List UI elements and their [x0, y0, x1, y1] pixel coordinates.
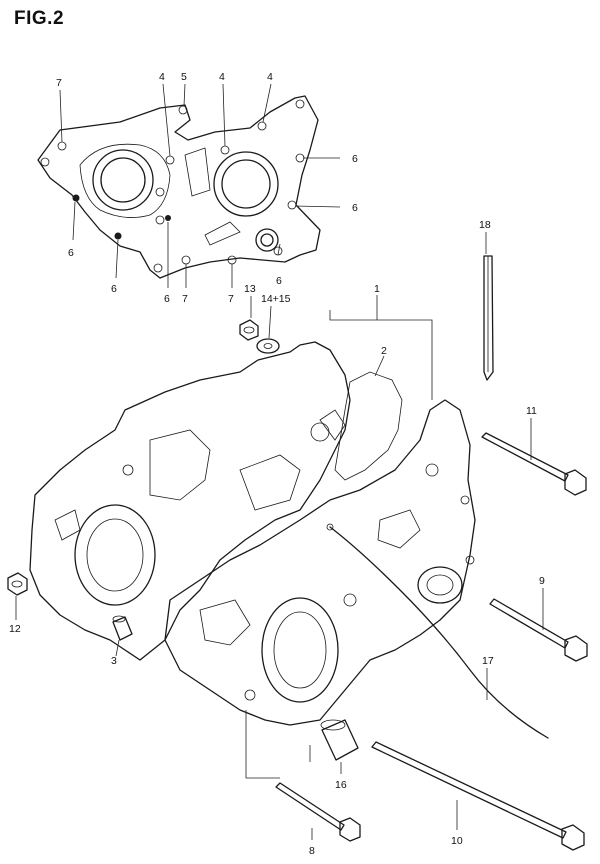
callout-17: 17: [482, 655, 494, 667]
part-12-nut: [7, 572, 28, 596]
part-10-bolt: [371, 741, 585, 851]
part-3-dowel: [112, 615, 133, 641]
callout-1: 1: [374, 283, 380, 295]
callout-6: 6: [276, 275, 282, 287]
callout-2: 2: [381, 345, 387, 357]
callout-10: 10: [451, 835, 463, 847]
callout-11: 11: [526, 405, 537, 417]
callout-6: 6: [68, 247, 74, 259]
callout-8: 8: [309, 845, 315, 857]
part-11-bolt: [481, 432, 587, 496]
part-13-nut: [239, 319, 259, 341]
crankcase-assembly: [29, 341, 549, 739]
callout-7: 7: [56, 77, 62, 89]
leader-lines: [15, 83, 544, 840]
part-8-bolt: [275, 782, 361, 842]
callout-5: 5: [181, 71, 187, 83]
callout-4: 4: [267, 71, 273, 83]
part-18-rod: [483, 255, 494, 381]
callout-4: 4: [219, 71, 225, 83]
callout-13: 13: [244, 283, 256, 295]
figure-title: FIG.2: [14, 8, 65, 29]
crankcase-cover-plate: [37, 95, 321, 279]
callout-3: 3: [111, 655, 117, 667]
callout-12: 12: [9, 623, 21, 635]
callout-9: 9: [539, 575, 545, 587]
callout-6: 6: [164, 293, 170, 305]
part-14-15-washer: [256, 338, 280, 354]
callout-7: 7: [182, 293, 188, 305]
callout-14-15: 14+15: [261, 293, 291, 305]
callout-labels: 7 4 5 4 4 6 6 6 6 6 7 7 6 18 13 14+15 1 …: [9, 71, 545, 857]
callout-6: 6: [352, 153, 358, 165]
callout-6: 6: [111, 283, 117, 295]
part-9-bolt: [489, 598, 588, 662]
callout-4: 4: [159, 71, 165, 83]
callout-16: 16: [335, 779, 347, 791]
callout-18: 18: [479, 219, 491, 231]
callout-7: 7: [228, 293, 234, 305]
callout-6: 6: [352, 202, 358, 214]
part-16-collar: [320, 719, 359, 761]
